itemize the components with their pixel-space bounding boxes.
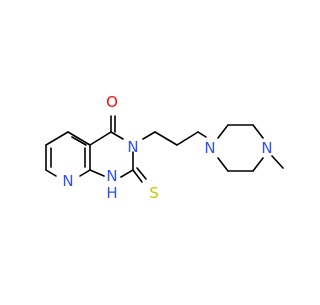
sulfur-label: S [149,184,159,202]
bond [252,124,264,139]
bond [45,169,57,177]
bond [67,131,91,146]
bond [71,136,87,146]
bond [89,169,105,177]
bond [271,155,284,169]
nitrogen-n3-label: N [127,138,138,156]
molecule-structure: O N N H N S N N [45,93,284,202]
bond [110,131,124,140]
atom-labels: O N N H N S N N [62,93,272,202]
bond [154,131,178,146]
bond [136,167,147,180]
bond [217,124,229,139]
nitrogen-piperazine-b-label: N [261,139,272,157]
bond [89,131,112,146]
bond [79,169,91,177]
nitrogen-piperazine-a-label: N [204,139,215,157]
nitrogen-pyridine-label: N [62,172,73,190]
bond [45,131,69,146]
bond [217,157,229,172]
oxygen-label: O [106,93,118,111]
bond [252,157,264,172]
bond [176,131,199,146]
nitrogen-n1-label: N [106,167,117,185]
bond [197,131,207,138]
bond [120,169,134,178]
bond [142,131,156,140]
bond [132,169,143,183]
molecule-diagram: O N N H N S N N [45,93,284,202]
bonds [45,115,284,183]
nitrogen-h-label: H [106,184,117,202]
